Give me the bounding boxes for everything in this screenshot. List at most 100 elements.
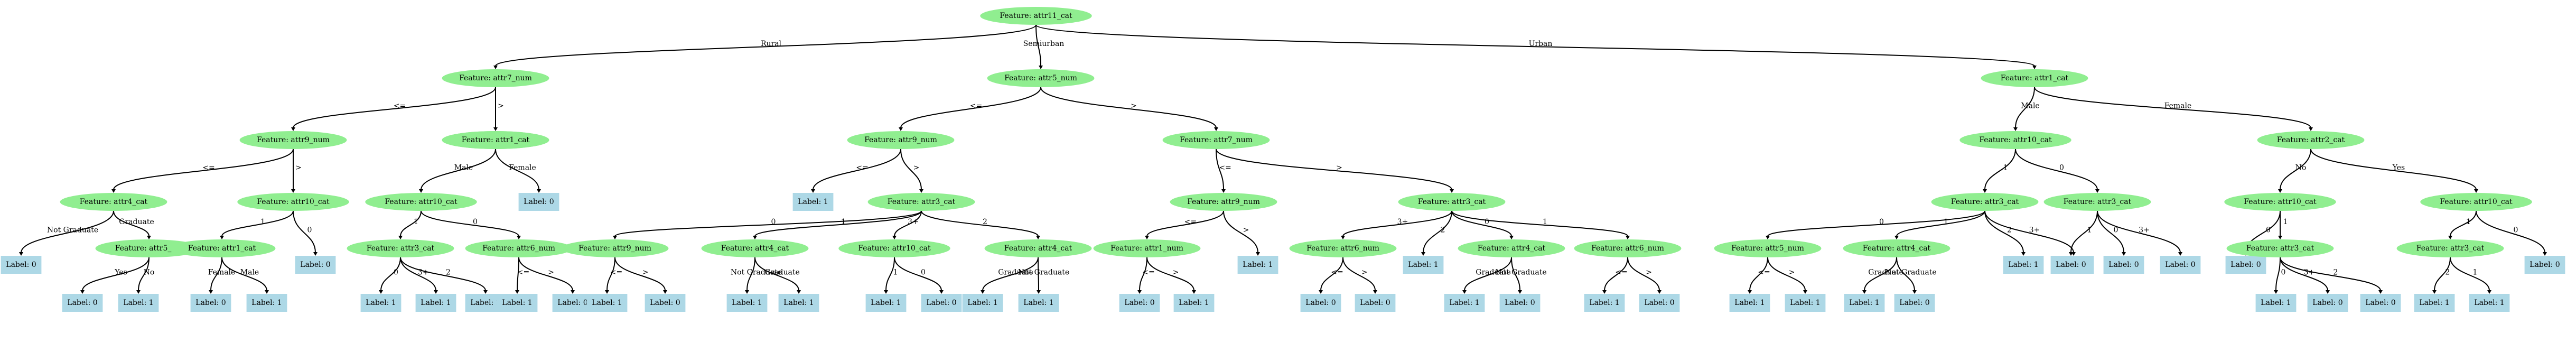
node-label: Label: 1 [1179, 299, 1209, 307]
edge-label: 0 [307, 226, 312, 235]
feature-node-ellipse [1162, 131, 1270, 149]
tree-edge-arrowhead [981, 290, 985, 294]
tree-edge [113, 149, 294, 190]
feature-node: Feature: attr2_cat [2257, 131, 2365, 149]
leaf-node: Label: 1 [1403, 256, 1444, 274]
node-label: Feature: attr9_num [578, 244, 651, 253]
leaf-node-box [865, 294, 907, 312]
edge-label: 3+ [2029, 226, 2040, 235]
feature-node-ellipse [2396, 239, 2504, 257]
edge-label: 3+ [908, 218, 919, 226]
node-label: Label: 1 [1023, 299, 1053, 307]
tree-edge-arrowhead [1221, 189, 1226, 193]
tree-edge-arrowhead [1912, 290, 1917, 294]
tree-edge [210, 257, 222, 291]
feature-node: Feature: attr1_cat [442, 131, 549, 149]
edge-label: > [548, 268, 554, 277]
edge-label: No [2295, 164, 2307, 172]
leaf-node: Label: 0 [2160, 256, 2201, 274]
tree-edge [614, 257, 666, 291]
leaf-node: Label: 1 [1237, 256, 1278, 274]
tree-edge-arrowhead [939, 290, 944, 294]
leaf-node: Label: 0 [1499, 294, 1541, 312]
tree-edge [1511, 257, 1520, 291]
edge-label: <= [970, 102, 982, 110]
node-label: Feature: attr3_cat [1951, 198, 2019, 206]
feature-node-ellipse [365, 193, 477, 211]
tree-edge [813, 149, 901, 190]
tree-edge-arrowhead [493, 127, 498, 131]
node-label: Feature: attr3_cat [2416, 244, 2485, 253]
feature-node-ellipse [60, 193, 167, 211]
tree-edge-arrowhead [2178, 252, 2182, 256]
feature-node: Feature: attr10_cat [365, 193, 477, 211]
node-label: Feature: attr3_cat [2246, 244, 2314, 253]
node-label: Feature: attr4_cat [80, 198, 148, 206]
tree-edge [2434, 257, 2451, 291]
node-label: Label: 1 [1589, 299, 1619, 307]
tree-edge [1040, 87, 1217, 128]
feature-node: Feature: attr7_num [442, 69, 549, 87]
node-label: Label: 1 [798, 198, 828, 206]
edge-label: Graduate [1476, 268, 1510, 277]
tree-edge [138, 257, 150, 291]
feature-node: Feature: attr6_num [465, 239, 573, 257]
tree-edge-arrowhead [1137, 290, 1142, 294]
feature-node: Feature: attr4_cat [984, 239, 1092, 257]
node-label: Feature: attr6_num [1306, 244, 1379, 253]
tree-edge [1423, 210, 1452, 253]
edge-label: 0 [2059, 164, 2064, 172]
leaf-node: Label: 1 [2414, 294, 2455, 312]
tree-edge [1749, 257, 1768, 291]
leaf-node: Label: 1 [1018, 294, 1059, 312]
leaf-node: Label: 0 [518, 193, 559, 211]
tree-edge [1139, 257, 1147, 291]
edge-label: Not Graduate [1885, 268, 1936, 277]
leaf-node-box [1018, 294, 1059, 312]
leaf-node: Label: 1 [1785, 294, 1826, 312]
node-label: Feature: attr5_num [1004, 74, 1077, 82]
feature-node-ellipse [984, 239, 1092, 257]
tree-edge [1223, 210, 1258, 253]
tree-edge-arrowhead [1036, 236, 1040, 239]
node-label: Label: 0 [6, 261, 36, 269]
tree-edge-arrowhead [19, 252, 23, 256]
feature-node-ellipse [980, 7, 1092, 25]
tree-edge-arrowhead [811, 189, 815, 193]
leaf-node: Label: 0 [1, 256, 42, 274]
edge-label: > [1336, 164, 1342, 172]
leaf-node-box [518, 193, 559, 211]
edge-label: 2 [2446, 268, 2450, 277]
node-label: Label: 0 [67, 299, 97, 307]
leaf-node-box [2160, 256, 2201, 274]
leaf-node-box [1499, 294, 1541, 312]
tree-edge [293, 87, 496, 128]
node-label: Feature: attr3_cat [367, 244, 435, 253]
node-label: Label: 0 [2230, 261, 2261, 269]
tree-edge-arrowhead [1373, 290, 1377, 294]
leaf-node: Label: 0 [2050, 256, 2092, 274]
feature-node-ellipse [867, 193, 975, 211]
edge-label: 1 [414, 218, 418, 226]
leaf-node-box [295, 256, 336, 274]
feature-node: Feature: attr10_cat [1959, 131, 2071, 149]
node-label: Feature: attr10_cat [2244, 198, 2317, 206]
feature-node-ellipse [2257, 131, 2365, 149]
node-label: Feature: attr4_cat [1863, 244, 1931, 253]
feature-node-ellipse [1170, 193, 1277, 211]
edge-label: 2 [446, 268, 451, 277]
leaf-node-box [792, 193, 834, 211]
tree-edge [614, 210, 922, 237]
edge-label: 1 [893, 268, 898, 277]
tree-edge [1146, 257, 1194, 291]
edge-label: <= [517, 268, 529, 277]
tree-edge-arrowhead [2021, 252, 2026, 256]
feature-node-ellipse [701, 239, 809, 257]
tree-edge [2015, 149, 2098, 190]
leaf-node: Label: 0 [1639, 294, 1680, 312]
leaf-node-box [246, 294, 287, 312]
tree-edge-arrowhead [1192, 290, 1196, 294]
tree-edge-arrowhead [2378, 290, 2383, 294]
tree-edge-arrowhead [1319, 290, 1323, 294]
edge-label: 1 [2283, 218, 2288, 226]
